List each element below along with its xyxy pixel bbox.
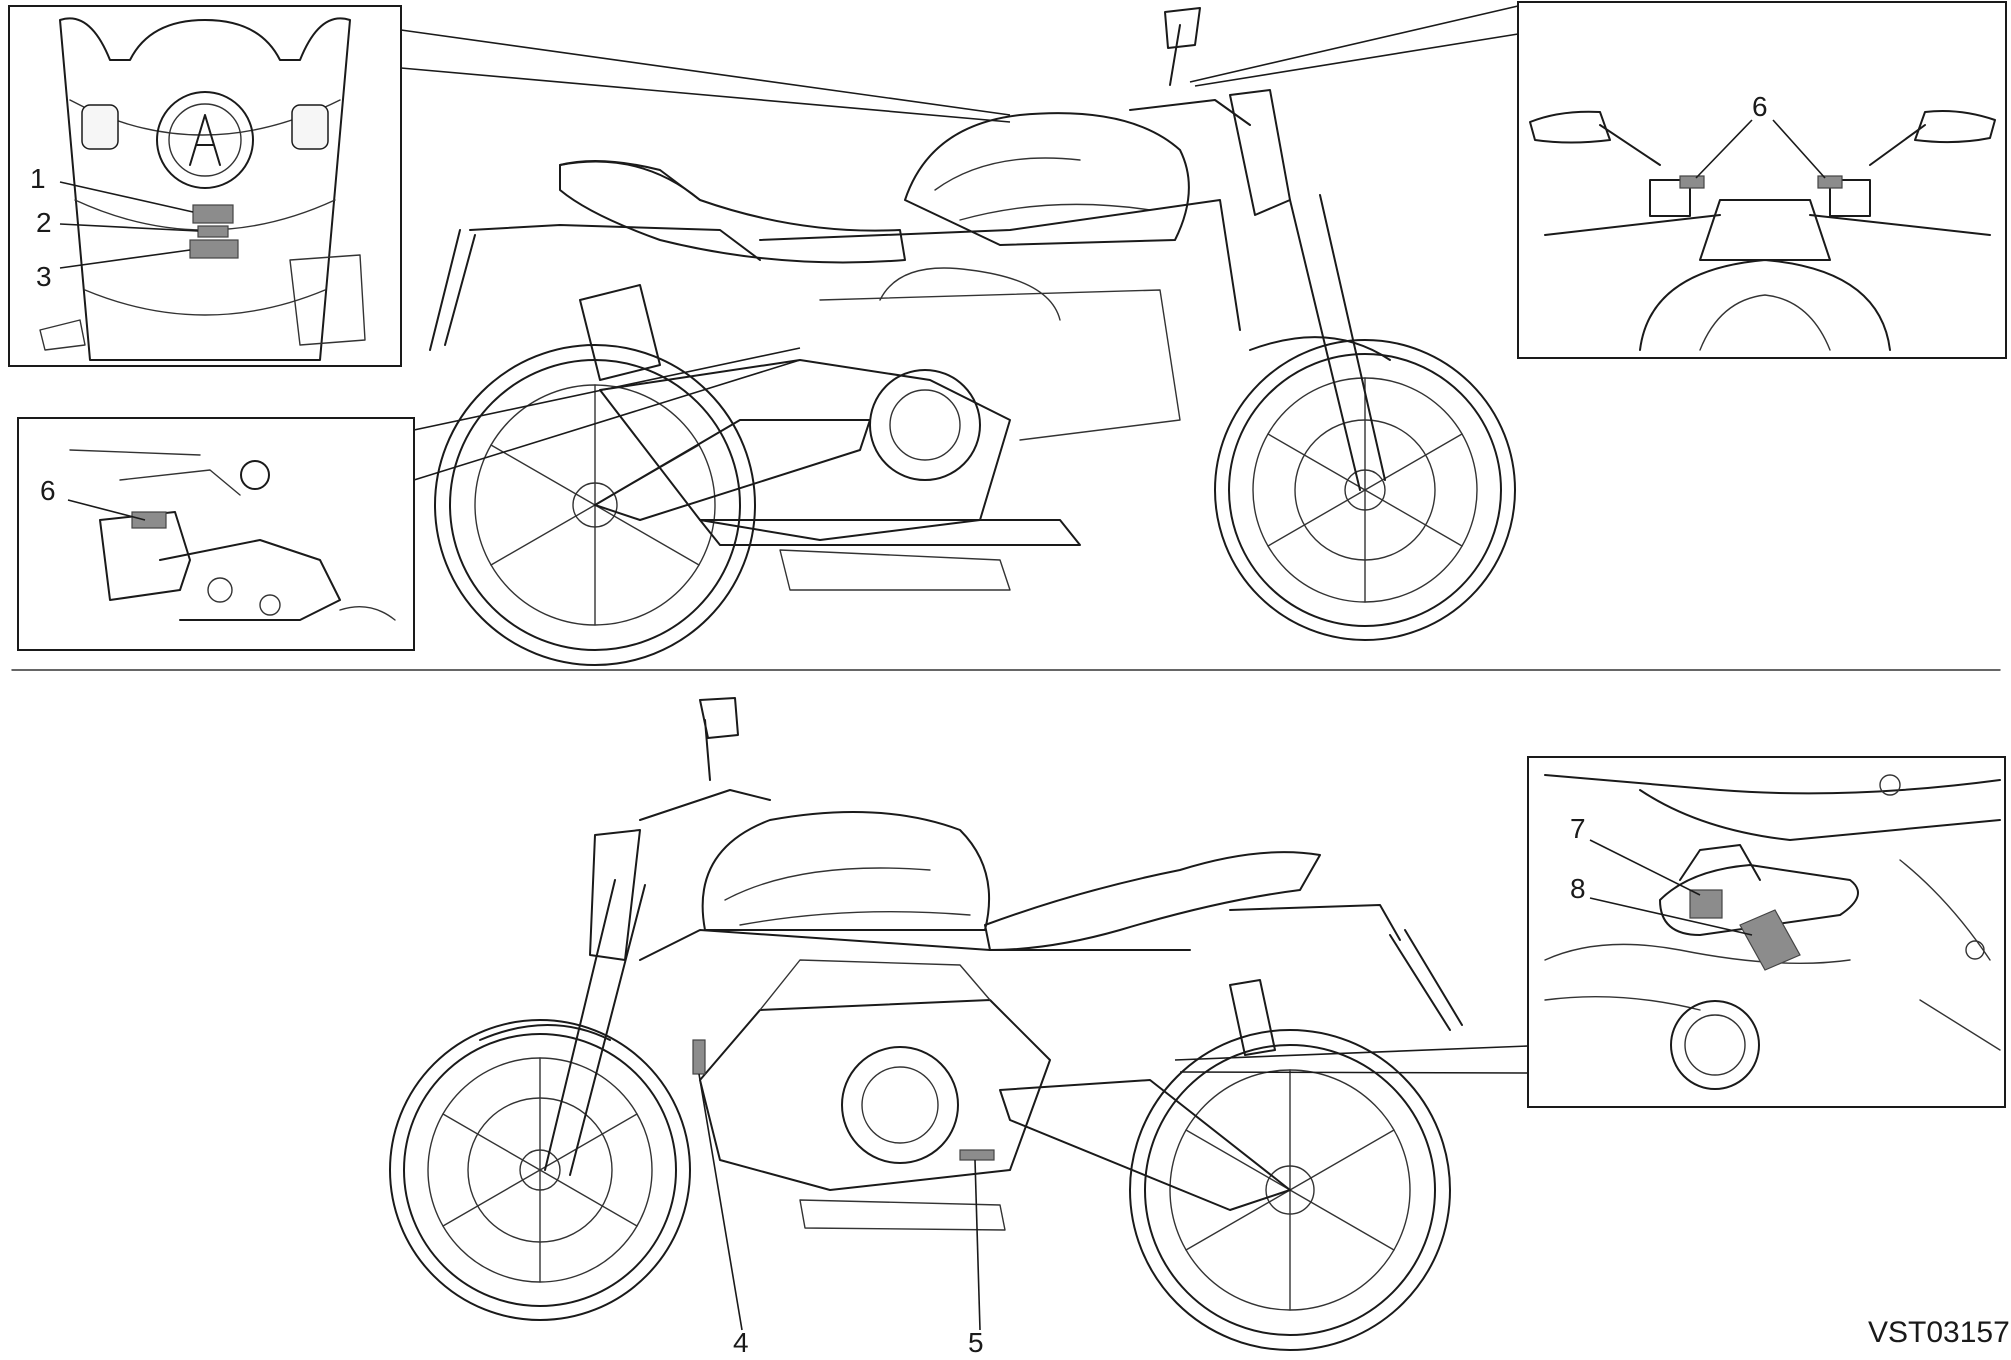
callout-3: 3 [36, 261, 52, 292]
label-2-sticker [197, 225, 229, 238]
callout-4: 4 [733, 1327, 749, 1358]
inset-engine-side: 6 [17, 417, 415, 651]
drawing-code: VST03157 [1868, 1316, 2010, 1349]
callout-1: 1 [30, 163, 46, 194]
callout-6-handlebar: 6 [1752, 91, 1768, 122]
label-8-sticker [1739, 909, 1801, 971]
callout-8: 8 [1570, 873, 1586, 904]
motorcycle-right-side-view [429, 7, 1516, 666]
callout-7: 7 [1570, 813, 1586, 844]
label-3-sticker [189, 239, 239, 259]
front-wheel [1214, 339, 1516, 641]
inset-rear-subframe: 7 8 [1527, 756, 2006, 1108]
inset-handlebar: 6 [1517, 1, 2007, 359]
callout-5: 5 [968, 1327, 984, 1358]
label-1-sticker [192, 204, 234, 224]
label-4-sticker [692, 1039, 706, 1075]
inset-tank-top: 1 2 3 [8, 5, 402, 367]
label-6-handlebar-right-sticker [1817, 175, 1843, 189]
front-wheel-left [389, 1019, 691, 1321]
label-6-engine-sticker [131, 511, 167, 529]
callout-2: 2 [36, 207, 52, 238]
label-6-handlebar-left-sticker [1679, 175, 1705, 189]
label-7-sticker [1689, 889, 1723, 919]
motorcycle-left-side-view [389, 697, 1463, 1351]
rear-wheel-left [1129, 1029, 1451, 1351]
label-5-sticker [959, 1149, 995, 1161]
callout-6-engine: 6 [40, 475, 56, 506]
